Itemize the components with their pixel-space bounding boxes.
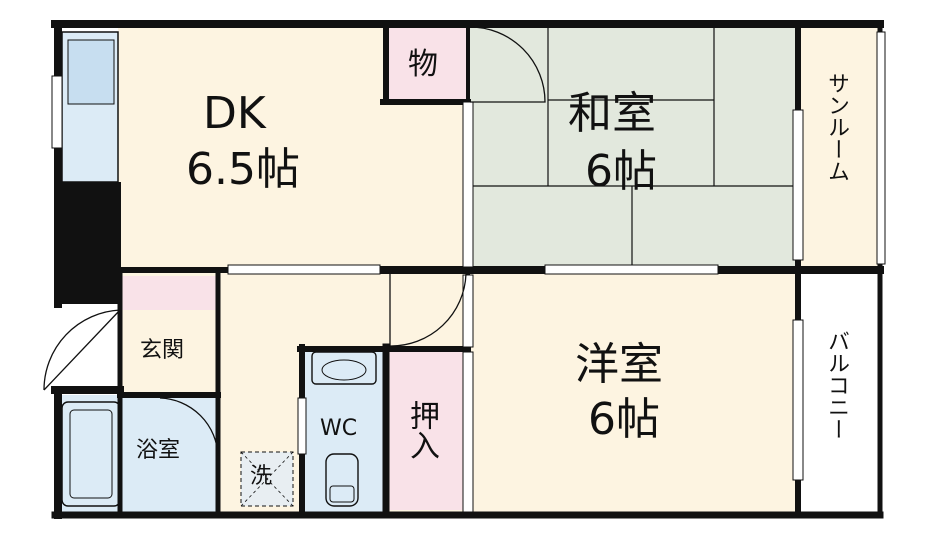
balcony-floor — [798, 272, 878, 512]
storage-label: 物 — [408, 47, 438, 82]
tatami-lines — [468, 28, 798, 272]
sunroom-label: サンルーム — [824, 72, 849, 182]
sunroom-floor — [798, 28, 878, 272]
dk-name: DK — [203, 88, 266, 139]
bath-label: 浴室 — [136, 438, 181, 463]
dk-size: 6.5帖 — [186, 144, 300, 195]
genkan-label: 玄関 — [140, 338, 185, 363]
youshitsu-floor — [468, 272, 798, 512]
bathtub — [61, 401, 121, 507]
door-swings — [43, 26, 546, 457]
kitchen-sink — [67, 39, 115, 105]
youshitsu-name: 洋室 — [575, 339, 663, 390]
genkan-box — [120, 276, 216, 310]
washer-label: 洗 — [250, 464, 273, 489]
washitsu-size: 6帖 — [585, 146, 657, 197]
windows — [51, 31, 886, 513]
youshitsu-size: 6帖 — [588, 394, 660, 445]
toilet — [325, 453, 359, 507]
storage-floor — [384, 28, 468, 100]
washitsu-floor — [468, 28, 798, 272]
oshiire-floor — [386, 350, 468, 510]
washitsu-name: 和室 — [568, 88, 656, 139]
fridge-block — [55, 182, 121, 304]
wash-basin — [311, 351, 377, 385]
oshiire-label: 押入 — [404, 400, 439, 460]
wc-label: WC — [320, 416, 358, 441]
balcony-label: バルコニー — [824, 330, 849, 440]
